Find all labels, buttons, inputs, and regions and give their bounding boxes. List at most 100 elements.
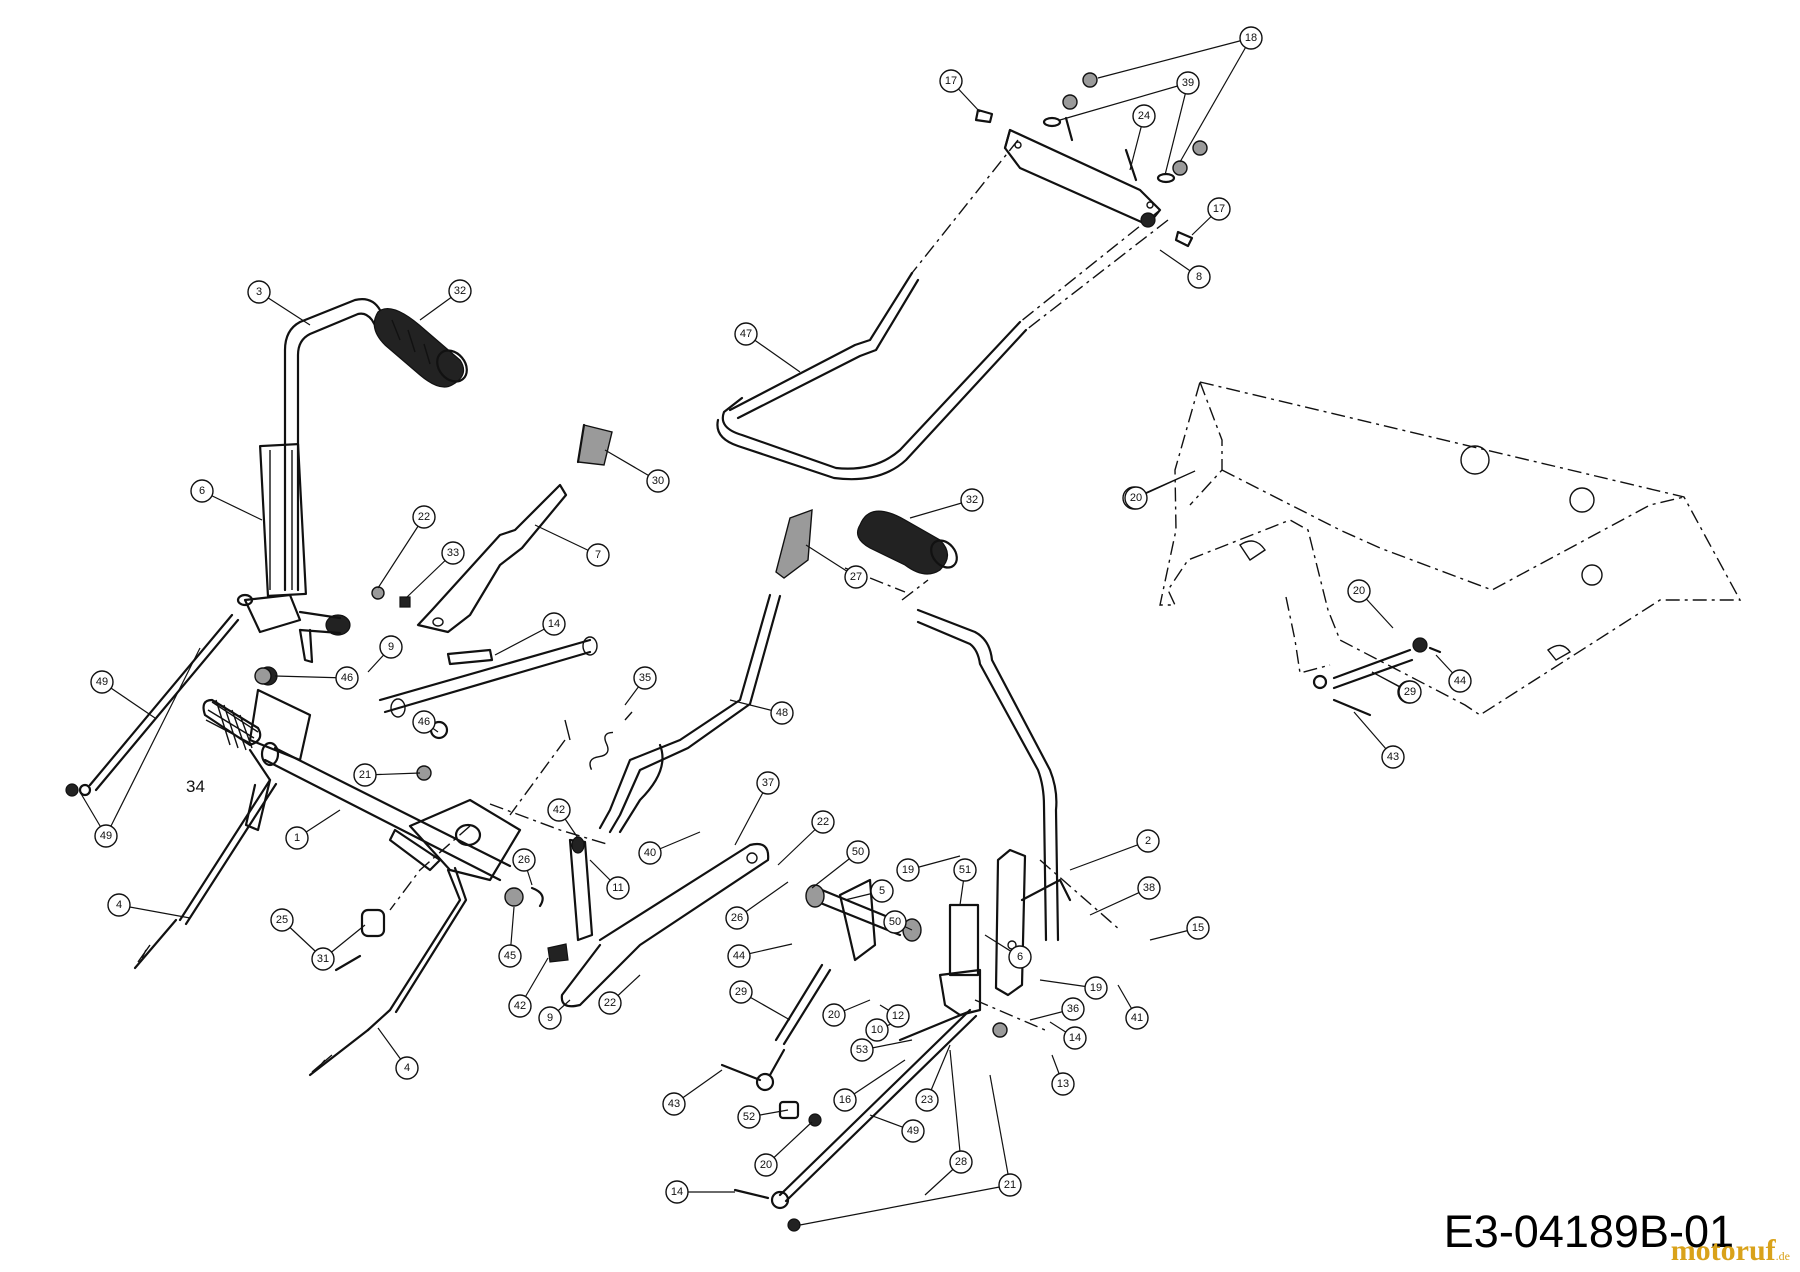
callout-bubble bbox=[1176, 71, 1200, 95]
callout-5: 5 bbox=[844, 879, 894, 903]
callout-14: 14 bbox=[665, 1180, 735, 1204]
callout-bubble bbox=[448, 279, 472, 303]
left-grip bbox=[373, 308, 468, 388]
callout-31: 31 bbox=[311, 924, 366, 971]
callout-bubble bbox=[538, 1006, 562, 1030]
callout-leader bbox=[118, 904, 191, 919]
callout-number: 52 bbox=[743, 1111, 755, 1123]
callout-bubble bbox=[896, 858, 920, 882]
pedal-arm bbox=[416, 483, 568, 666]
callout-leader bbox=[949, 1049, 962, 1163]
callout-number: 42 bbox=[553, 804, 565, 816]
callout-bubble bbox=[729, 980, 753, 1004]
callout-38: 38 bbox=[1089, 876, 1161, 916]
link-11 bbox=[568, 836, 594, 942]
callout-22: 22 bbox=[377, 505, 436, 589]
callout-bubble bbox=[1186, 916, 1210, 940]
callout-36: 36 bbox=[1029, 997, 1085, 1021]
callout-number: 43 bbox=[1387, 751, 1399, 763]
callout-number: 50 bbox=[889, 916, 901, 928]
callout-bubble bbox=[606, 876, 630, 900]
callout-53: 53 bbox=[850, 1038, 913, 1062]
callout-50: 50 bbox=[811, 840, 870, 889]
callout-bubble bbox=[939, 69, 963, 93]
callout-number: 28 bbox=[955, 1156, 967, 1168]
callout-leader bbox=[1179, 37, 1252, 163]
callout-bubble bbox=[960, 488, 984, 512]
callout-leader bbox=[1164, 82, 1189, 176]
callout-leader bbox=[989, 1074, 1011, 1186]
spring-33 bbox=[399, 596, 411, 608]
callout-number: 35 bbox=[639, 672, 651, 684]
callout-number: 19 bbox=[902, 864, 914, 876]
callout-number: 51 bbox=[959, 864, 971, 876]
callout-number: 20 bbox=[1353, 585, 1365, 597]
callout-27: 27 bbox=[805, 544, 868, 589]
callout-42: 42 bbox=[547, 798, 579, 839]
callout-number: 22 bbox=[604, 997, 616, 1009]
bolt-43-a bbox=[720, 1063, 762, 1082]
gas-strut-right bbox=[1312, 637, 1428, 690]
callout-bubble bbox=[379, 635, 403, 659]
callout-37: 37 bbox=[734, 771, 780, 846]
callout-42: 42 bbox=[508, 957, 549, 1018]
callout-number: 16 bbox=[839, 1094, 851, 1106]
callout-49: 49 bbox=[79, 647, 201, 848]
callout-bubble bbox=[883, 910, 907, 934]
callout-bubble bbox=[754, 1153, 778, 1177]
callout-bubble bbox=[1207, 197, 1231, 221]
callout-bubble bbox=[270, 908, 294, 932]
bolt-14-c bbox=[733, 1188, 770, 1200]
callout-bubble bbox=[822, 1003, 846, 1027]
callout-4: 4 bbox=[377, 1027, 419, 1080]
washer-46-a bbox=[254, 667, 272, 685]
callout-bubble bbox=[498, 944, 522, 968]
callout-number: 22 bbox=[817, 816, 829, 828]
callout-26: 26 bbox=[512, 848, 536, 886]
callout-35: 35 bbox=[624, 666, 657, 706]
callout-number: 3 bbox=[256, 286, 262, 298]
callout-46: 46 bbox=[412, 710, 439, 734]
right-grip bbox=[857, 510, 958, 575]
callout-14: 14 bbox=[1049, 1021, 1087, 1050]
callout-number: 29 bbox=[735, 986, 747, 998]
callout-29: 29 bbox=[1371, 671, 1422, 704]
right-bracket-6 bbox=[994, 848, 1072, 997]
callout-number: 38 bbox=[1143, 882, 1155, 894]
callout-number: 30 bbox=[652, 475, 664, 487]
frame-panel bbox=[1159, 381, 1742, 716]
callout-bubble bbox=[725, 906, 749, 930]
callout-1: 1 bbox=[285, 809, 341, 850]
callout-leader bbox=[734, 782, 769, 846]
callout-bubble bbox=[949, 1150, 973, 1174]
callout-bubble bbox=[665, 1180, 689, 1204]
callout-49: 49 bbox=[90, 670, 156, 719]
callout-17: 17 bbox=[939, 69, 981, 113]
bolt-43-b bbox=[1332, 698, 1372, 717]
callout-number: 12 bbox=[892, 1010, 904, 1022]
callout-bubble bbox=[1398, 680, 1422, 704]
callout-30: 30 bbox=[604, 449, 670, 493]
callout-number: 32 bbox=[966, 494, 978, 506]
callout-51: 51 bbox=[953, 858, 977, 906]
callout-number: 49 bbox=[907, 1125, 919, 1137]
callout-bubble bbox=[850, 1038, 874, 1062]
callout-bubble bbox=[107, 893, 131, 917]
callout-number: 49 bbox=[100, 830, 112, 842]
callout-32: 32 bbox=[419, 279, 472, 321]
callout-bubble bbox=[846, 840, 870, 864]
callout-11: 11 bbox=[589, 859, 630, 900]
callout-6: 6 bbox=[984, 934, 1032, 969]
callout-bubble bbox=[586, 543, 610, 567]
callout-bubble bbox=[311, 947, 335, 971]
callout-number: 10 bbox=[871, 1024, 883, 1036]
callout-leader bbox=[274, 675, 348, 679]
clip-26-a bbox=[530, 886, 544, 908]
callout-leader bbox=[105, 647, 201, 837]
callout-bubble bbox=[395, 1056, 419, 1080]
callout-number: 26 bbox=[731, 912, 743, 924]
callout-bubble bbox=[633, 666, 657, 690]
callout-43: 43 bbox=[1353, 711, 1405, 769]
callout-49: 49 bbox=[869, 1114, 925, 1143]
callout-number: 15 bbox=[1192, 922, 1204, 934]
